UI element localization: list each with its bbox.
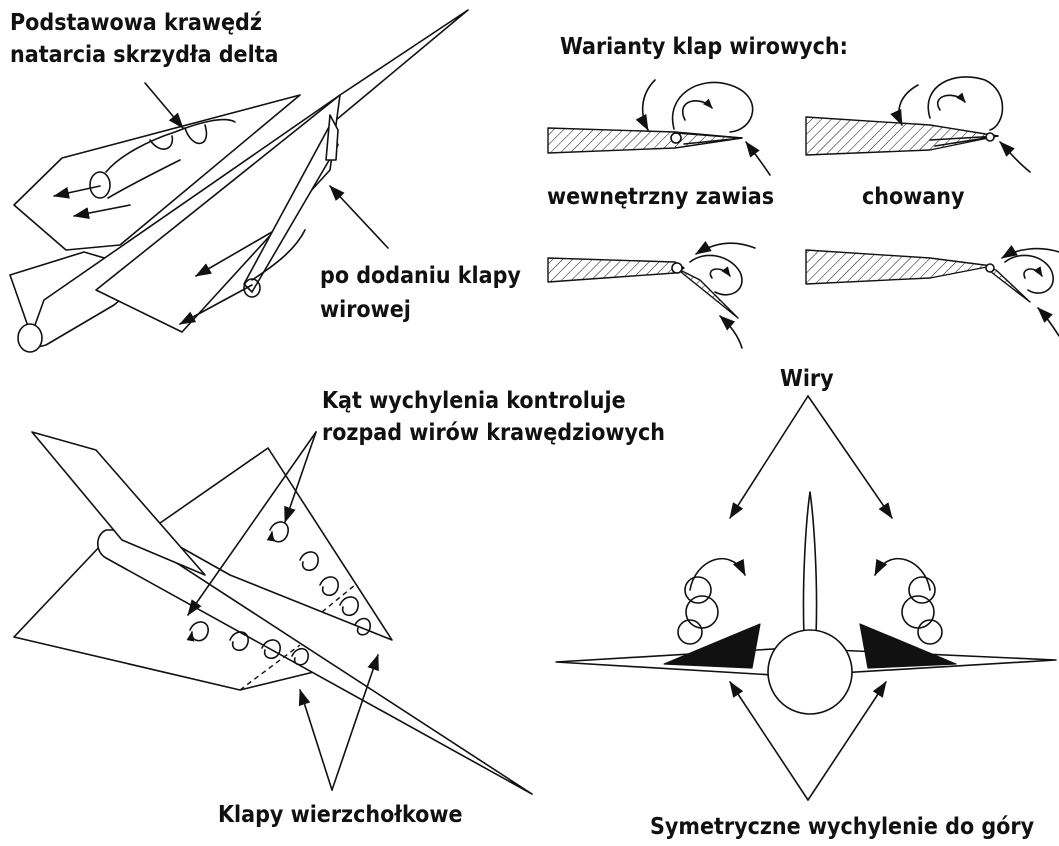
engine-nozzle: [18, 324, 42, 352]
label-vortices: Wiry: [780, 366, 834, 392]
label-vortex-flap-1: po dodaniu klapy: [320, 263, 521, 289]
label-leading-edge-1: Podstawowa krawędź: [10, 10, 262, 36]
variant-retractable: [806, 77, 1030, 172]
variant-internal-hinge-deflected: [548, 243, 755, 348]
variant-internal-hinge: [548, 80, 770, 175]
variant-retractable-deflected: [806, 249, 1059, 336]
label-deflection-2: rozpad wirów krawędziowych: [322, 420, 665, 446]
label-internal-hinge: wewnętrzny zawias: [547, 184, 774, 210]
label-leading-edge-2: natarcia skrzydła delta: [10, 42, 279, 68]
label-variants-title: Warianty klap wirowych:: [560, 34, 848, 60]
label-retractable: chowany: [862, 184, 965, 210]
label-tip-flaps: Klapy wierzchołkowe: [218, 802, 462, 828]
label-vortex-flap-2: wirowej: [320, 297, 411, 323]
label-symmetric: Symetryczne wychylenie do góry: [650, 814, 1035, 840]
front-view-aircraft: [556, 396, 1056, 800]
delta-aircraft-bottom: [14, 432, 532, 794]
label-deflection-1: Kąt wychylenia kontroluje: [322, 388, 626, 414]
